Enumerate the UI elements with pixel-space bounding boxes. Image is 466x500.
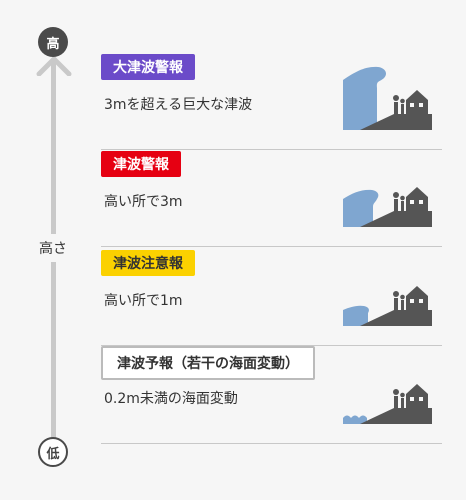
- major-tsunami-warning-badge: 大津波警報: [101, 54, 195, 80]
- scale-low-marker: 低: [38, 437, 68, 467]
- level-row-warning: 津波警報 高い所で3m: [101, 151, 442, 247]
- level-description: 0.2m未満の海面変動: [104, 391, 238, 407]
- wave-house-icon: [343, 66, 432, 130]
- level-row-advisory: 津波注意報 高い所で1m: [101, 250, 442, 346]
- tsunami-advisory-badge: 津波注意報: [101, 250, 195, 276]
- wave-house-icon: [343, 286, 432, 326]
- level-row-forecast: 津波予報（若干の海面変動） 0.2m未満の海面変動: [101, 346, 442, 444]
- level-description: 高い所で3m: [104, 194, 183, 210]
- arrow-up-icon: [36, 56, 72, 76]
- level-row-major-warning: 大津波警報 3mを超える巨大な津波: [101, 54, 442, 150]
- wave-house-icon: [343, 384, 432, 424]
- tsunami-warning-badge: 津波警報: [101, 151, 181, 177]
- wave-house-icon: [343, 187, 432, 227]
- scale-axis-label: 高さ: [33, 234, 73, 262]
- scale-high-marker: 高: [38, 27, 68, 57]
- level-description: 高い所で1m: [104, 293, 183, 309]
- level-description: 3mを超える巨大な津波: [104, 97, 253, 113]
- tsunami-forecast-badge: 津波予報（若干の海面変動）: [101, 346, 315, 380]
